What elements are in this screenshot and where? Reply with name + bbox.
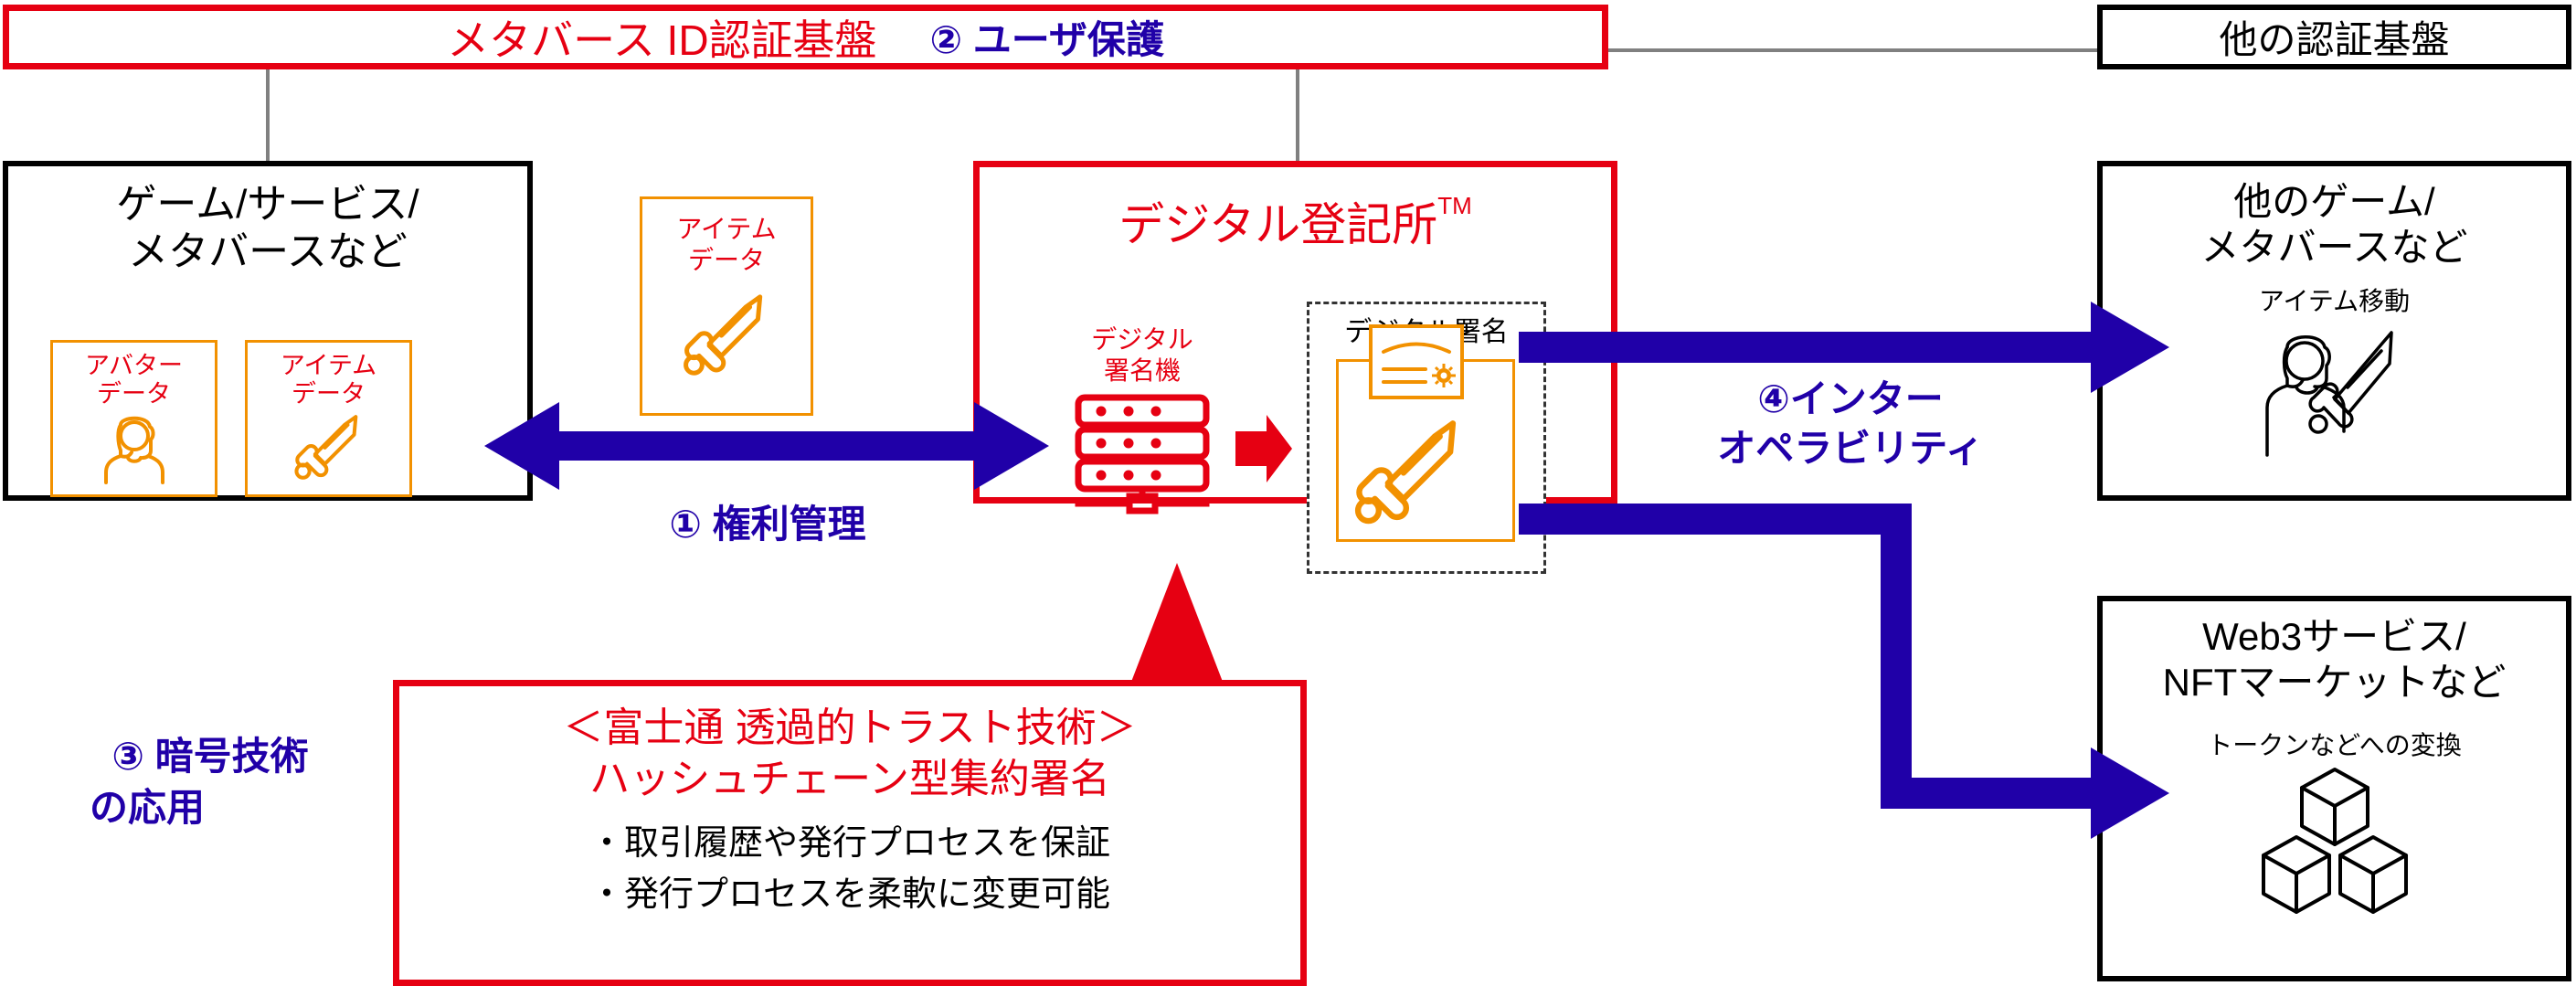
rights-management-label: ① 権利管理 xyxy=(548,493,987,549)
registry-title-text: デジタル登記所 xyxy=(1118,199,1438,250)
trust-box-heading: ＜富士通 透過的トラスト技術＞ xyxy=(563,705,1137,750)
avatar-person-icon xyxy=(93,412,175,484)
left-box-title-line2: メタバースなど xyxy=(128,229,408,274)
crypto-label-line2: の応用 xyxy=(90,786,206,829)
signer-label-line2: 署名機 xyxy=(1103,356,1181,385)
sword-icon xyxy=(679,289,774,380)
other-auth-platform-box: 他の認証基盤 xyxy=(2097,5,2571,69)
item-data-label-line2: データ xyxy=(292,380,366,408)
interoperability-label-line2: オペラビリティ xyxy=(1717,427,1984,470)
other-game-title-line2: メタバースなど xyxy=(2200,226,2468,269)
other-game-metaverse-box: 他のゲーム/ メタバースなど アイテム移動 xyxy=(2097,161,2571,501)
token-conversion-caption: トークンなどへの変換 xyxy=(2207,731,2462,759)
other-game-title-line1: 他のゲーム/ xyxy=(2233,180,2435,223)
crypto-application-label: ③ 暗号技術 の応用 xyxy=(55,731,366,833)
trust-to-registry-arrow-icon xyxy=(1131,563,1223,684)
avatar-data-label-line1: アバター xyxy=(85,352,183,379)
signer-label-line1: デジタル xyxy=(1091,325,1193,354)
avatar-data-card: アバター データ xyxy=(50,340,217,497)
web3-title-line2: NFTマーケットなど xyxy=(2162,661,2507,704)
floating-item-label-line2: データ xyxy=(687,246,765,274)
digital-registry-title: デジタル登記所 TM xyxy=(973,192,1617,250)
interoperability-label: ④インター オペラビリティ xyxy=(1636,375,2065,473)
sword-icon xyxy=(1351,413,1469,530)
item-data-card-left: アイテム データ xyxy=(245,340,412,497)
avatar-data-label-line2: データ xyxy=(97,380,171,408)
trust-box-bullet-1: ・取引履歴や発行プロセスを保証 xyxy=(588,824,1110,863)
rights-management-label-text: ① 権利管理 xyxy=(669,503,866,546)
interop-arrow-lower-icon xyxy=(1519,504,2169,839)
certificate-icon xyxy=(1369,324,1464,399)
web3-title-line1: Web3サービス/ xyxy=(2202,615,2466,658)
digital-signer-machine: デジタル 署名機 xyxy=(1055,324,1229,514)
blockchain-cubes-icon xyxy=(2253,764,2417,919)
red-right-arrow-icon xyxy=(1235,413,1292,484)
server-rack-icon xyxy=(1073,394,1212,514)
registry-title-trademark: TM xyxy=(1437,192,1472,219)
platform-title: メタバース ID認証基盤 xyxy=(447,16,877,64)
user-protection-label: ② ユーザ保護 xyxy=(929,18,1164,61)
interoperability-label-line1: ④インター xyxy=(1757,377,1944,420)
item-data-card-floating: アイテム データ xyxy=(640,196,813,416)
other-auth-platform-label: 他の認証基盤 xyxy=(2219,18,2450,61)
fujitsu-trust-tech-box: ＜富士通 透過的トラスト技術＞ ハッシュチェーン型集約署名 ・取引履歴や発行プロ… xyxy=(393,680,1307,986)
sword-icon xyxy=(288,410,370,483)
crypto-label-line1: ③ 暗号技術 xyxy=(111,735,309,778)
item-data-label-line1: アイテム xyxy=(280,352,377,379)
web3-nft-box: Web3サービス/ NFTマーケットなど トークンなどへの変換 xyxy=(2097,596,2571,981)
trust-box-subheading: ハッシュチェーン型集約署名 xyxy=(589,757,1110,801)
item-transfer-caption: アイテム移動 xyxy=(2258,287,2411,315)
person-with-sword-icon xyxy=(2253,322,2417,459)
left-box-title-line1: ゲーム/サービス/ xyxy=(116,182,419,227)
floating-item-label-line1: アイテム xyxy=(676,215,777,243)
trust-box-bullet-2: ・発行プロセスを柔軟に変更可能 xyxy=(588,875,1110,914)
metaverse-id-platform-banner: メタバース ID認証基盤 ② ユーザ保護 xyxy=(3,5,1608,69)
